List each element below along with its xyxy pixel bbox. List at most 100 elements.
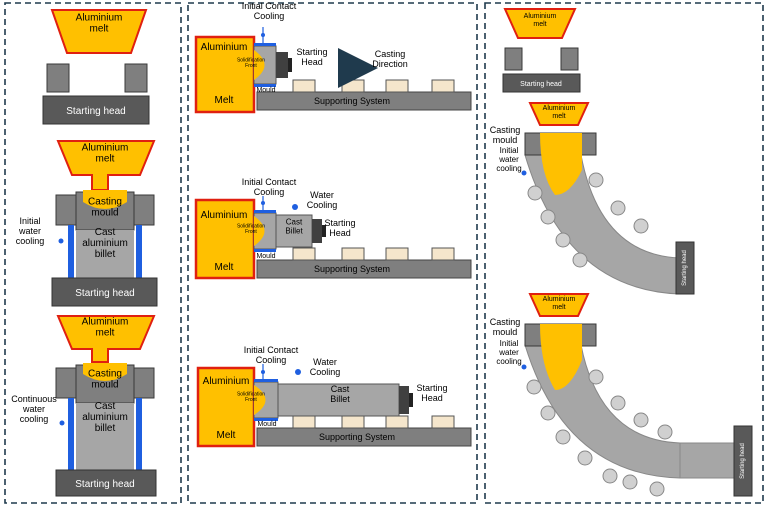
p3-bot-roller-9 <box>610 395 626 411</box>
p1-top-head-label: Starting head <box>66 106 126 117</box>
p3-mid-head-label: Starting head <box>682 250 688 286</box>
p2-mid-support-block-2 <box>341 247 365 261</box>
p2-bot-melt-box <box>196 366 256 448</box>
p2-top-cooling-top <box>254 43 276 46</box>
panel-2-border <box>187 2 478 504</box>
p2-top-support-block-1 <box>292 79 316 93</box>
p2-top-mould-label: Mould <box>256 87 275 94</box>
p2-mid-support-block-3 <box>385 247 409 261</box>
p3-top-head-label: Starting head <box>520 81 562 88</box>
p2-mid-aluminium-label: Aluminium <box>201 210 248 221</box>
p3-bot-roller-1 <box>526 379 542 395</box>
p2-bot-support-block-3 <box>385 415 409 429</box>
p2-top-starting-head <box>276 52 288 78</box>
p3-mid-roller-4 <box>572 252 588 268</box>
p1-mid-mould-right <box>133 194 155 226</box>
p1-top-starting-head <box>42 95 150 125</box>
p1-bot-cooling-left <box>68 398 74 470</box>
p1-bot-melt-pool <box>83 363 127 381</box>
p3-bot-roller-6 <box>622 474 638 490</box>
panel-1-border <box>4 2 182 504</box>
p3-mid-roller-6 <box>610 200 626 216</box>
p2-top-melt-box <box>194 35 256 114</box>
p2-top-support-block-3 <box>385 79 409 93</box>
p2-mid-support-block-4 <box>431 247 455 261</box>
p2-bot-head-cap <box>409 393 413 407</box>
p1-top-mould-left <box>46 63 70 93</box>
p2-top-support-block-2 <box>341 79 365 93</box>
p1-bot-water-drop-icon <box>59 420 65 426</box>
p2-mid-head-cap <box>322 225 326 237</box>
p3-mid-roller-5 <box>588 172 604 188</box>
p2-bot-support-block-1 <box>292 415 316 429</box>
p2-top-aluminium-label: Aluminium <box>201 42 248 53</box>
p1-mid-mould-left <box>55 194 77 226</box>
p2-top-support-block-4 <box>431 79 455 93</box>
p2-mid-cooling-top <box>254 210 276 213</box>
p3-mid-roller-3 <box>555 232 571 248</box>
p2-top-head-cap <box>288 58 292 72</box>
p2-mid-support-label: Supporting System <box>314 264 390 274</box>
p1-mid-cooling-right <box>136 225 142 278</box>
p3-mid-melt-crucible <box>528 102 590 126</box>
p1-top-mould-right <box>124 63 148 93</box>
p2-bot-front <box>254 385 266 415</box>
p2-bot-support-block-4 <box>431 415 455 429</box>
p3-bot-water-drop-icon <box>521 364 527 370</box>
p2-bot-aluminium-label: Aluminium <box>203 376 250 387</box>
p2-mid-mould-label: Mould <box>256 253 275 260</box>
p2-mid-starting-head <box>312 219 322 243</box>
p3-bot-roller-7 <box>649 481 665 497</box>
p3-bot-roller-2 <box>540 405 556 421</box>
p2-bot-cooling-top <box>254 379 278 382</box>
p1-bot-melt-crucible <box>56 315 156 363</box>
p1-mid-billet <box>76 230 134 278</box>
p3-bot-starting-head <box>733 425 753 497</box>
p1-mid-cooling-left <box>68 225 74 278</box>
p3-bot-melt-pool <box>540 324 582 390</box>
p3-mid-roller-7 <box>633 218 649 234</box>
p1-mid-head-label: Starting head <box>75 288 135 299</box>
p1-mid-water-drop-icon <box>58 238 64 244</box>
p1-bot-head-label: Starting head <box>75 479 135 490</box>
p2-top-front <box>254 50 265 80</box>
p3-mid-roller-1 <box>527 185 543 201</box>
p3-bot-melt-crucible <box>528 293 590 317</box>
p2-bot-contact-icon <box>261 370 265 374</box>
p1-bot-mould-left <box>55 367 77 399</box>
p2-mid-support-block-1 <box>292 247 316 261</box>
p1-bot-billet <box>76 403 134 470</box>
p3-bot-roller-8 <box>588 369 604 385</box>
p2-mid-water-icon <box>292 204 298 210</box>
p3-top-mould-left <box>504 47 523 71</box>
p2-top-support-label: Supporting System <box>314 96 390 106</box>
